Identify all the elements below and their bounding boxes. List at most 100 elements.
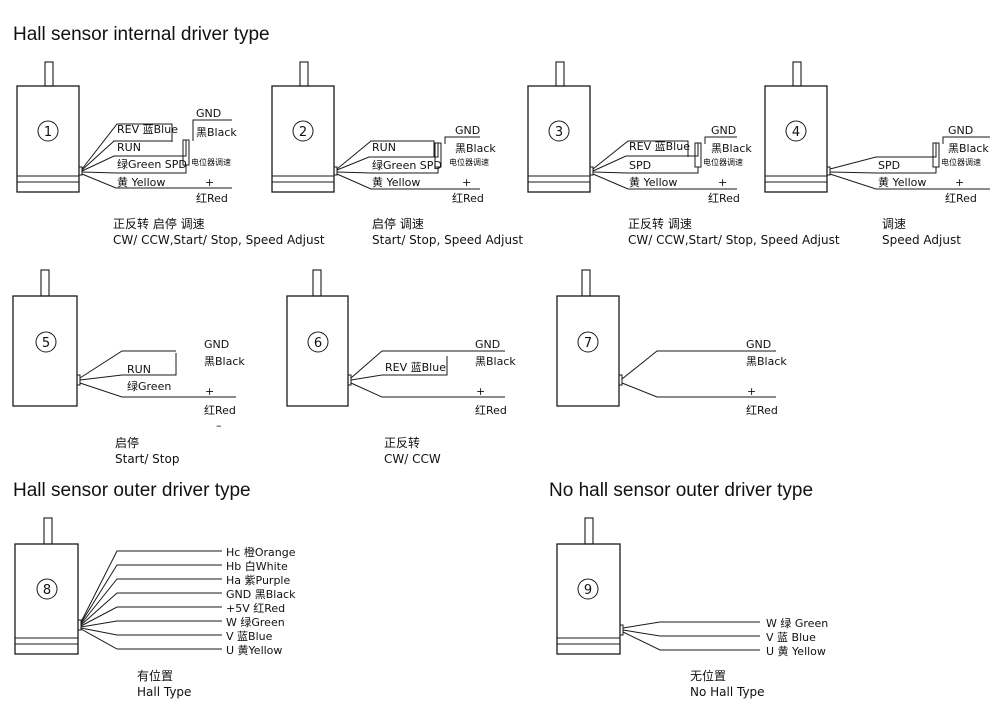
wire-rev-blue: REV 蓝Blue [117, 123, 178, 136]
wire-green-spd: 绿Green SPD [372, 158, 442, 172]
wire-yellow: 黄 Yellow [117, 175, 165, 189]
motor-6: 6 GND 黑Black REV 蓝Blue + 红Red [286, 269, 516, 417]
wire-yellow: 黄 Yellow [629, 175, 677, 189]
caption-en: No Hall Type [690, 685, 765, 699]
wire-red: 红Red [945, 192, 977, 205]
wire-gnd: GND [948, 124, 973, 137]
wire-black: 黑Black [204, 355, 245, 368]
caption-cn: 正反转 启停 调速 [113, 217, 205, 231]
caption-en: CW/ CCW,Start/ Stop, Speed Adjust [628, 233, 840, 247]
wire-spd: SPD [878, 159, 900, 172]
motor-9: 9 W 绿 Green V 蓝 Blue U 黄 Yellow [556, 517, 828, 658]
caption-motor-4: 调速 Speed Adjust [882, 216, 961, 248]
wire-run: RUN [372, 141, 396, 154]
caption-motor-6: 正反转 CW/ CCW [384, 435, 441, 467]
motor-number: 5 [42, 336, 50, 351]
hall-wire-hc: Hc 橙Orange [226, 545, 296, 559]
caption-cn: 调速 [882, 217, 907, 231]
wire-black: 黑Black [711, 142, 752, 155]
motor-3: 3 GND 黑Black REV 蓝Blue SPD 电位器调速 黄 Yello… [527, 61, 752, 205]
wire-black: 黑Black [746, 355, 787, 368]
heading-hall-outer-driver: Hall sensor outer driver type [13, 480, 251, 501]
wire-rev-blue: REV 蓝Blue [629, 140, 690, 153]
caption-en: CW/ CCW [384, 452, 441, 466]
wire-gnd: GND [204, 338, 229, 351]
wire-black: 黑Black [948, 142, 989, 155]
motor-2: 2 GND 黑Black RUN 绿Green SPD 电位器调速 黄 Yell… [271, 61, 496, 205]
wire-plus: + [205, 385, 214, 398]
caption-motor-1: 正反转 启停 调速 CW/ CCW,Start/ Stop, Speed Adju… [113, 216, 325, 248]
heading-no-hall-outer-driver: No hall sensor outer driver type [549, 480, 814, 501]
wire-gnd: GND [455, 124, 480, 137]
wire-plus: + [205, 176, 214, 189]
motor-1: 1 GND 黑Black REV 蓝Blue RUN 绿Green SPD 电位… [16, 61, 237, 205]
nohall-wire-u: U 黄 Yellow [766, 644, 826, 658]
hall-wire-w: W 绿Green [226, 615, 285, 629]
motor-number: 2 [299, 125, 307, 140]
wire-plus: + [718, 176, 727, 189]
wire-yellow: 黄 Yellow [372, 175, 420, 189]
wire-plus: + [462, 176, 471, 189]
nohall-wire-v: V 蓝 Blue [766, 631, 816, 644]
wire-black: 黑Black [475, 355, 516, 368]
wire-gnd: GND [746, 338, 771, 351]
wire-black: 黑Black [455, 142, 496, 155]
wire-spd: SPD [629, 159, 651, 172]
motor-number: 8 [43, 583, 51, 598]
wire-red: 红Red [746, 404, 778, 417]
wire-yellow: 黄 Yellow [878, 175, 926, 189]
wire-red: 红Red [708, 192, 740, 205]
heading-internal-driver: Hall sensor internal driver type [13, 24, 270, 45]
caption-en: Speed Adjust [882, 233, 961, 247]
pot-label: 电位器调速 [703, 157, 743, 167]
hall-wire-v: V 蓝Blue [226, 630, 273, 643]
wire-plus: + [476, 385, 485, 398]
motor-number: 3 [555, 125, 563, 140]
motor-number: 1 [44, 125, 52, 140]
caption-cn: 有位置 [137, 669, 174, 683]
caption-cn: 正反转 [384, 436, 421, 450]
wire-run: RUN [117, 141, 141, 154]
wire-gnd: GND [711, 124, 736, 137]
caption-en: Hall Type [137, 685, 192, 699]
hall-wire-gnd: GND 黑Black [226, 588, 296, 601]
motor-8: 8 Hc 橙Orange Hb 白White Ha 紫Purple GND 黑B… [14, 517, 296, 657]
caption-en: CW/ CCW,Start/ Stop, Speed Adjust [113, 233, 325, 247]
wire-run: RUN [127, 363, 151, 376]
pot-label: 电位器调速 [191, 157, 231, 167]
motor-7: 7 GND 黑Black + 红Red [556, 269, 787, 417]
hall-wire-hb: Hb 白White [226, 559, 288, 573]
hall-wire-ha: Ha 紫Purple [226, 574, 290, 587]
wire-green: 绿Green [127, 379, 171, 393]
wire-gnd: GND [196, 107, 221, 120]
motor-4: 4 GND 黑Black SPD 电位器调速 黄 Yellow + 红Red [764, 61, 990, 205]
wire-plus: + [955, 176, 964, 189]
caption-motor-2: 启停 调速 Start/ Stop, Speed Adjust [372, 216, 523, 248]
pot-label: 电位器调速 [449, 157, 489, 167]
wire-minus: – [216, 419, 222, 432]
wire-plus: + [747, 385, 756, 398]
wire-red: 红Red [196, 192, 228, 205]
hall-wire-u: U 黄Yellow [226, 643, 282, 657]
wire-rev-blue: REV 蓝Blue [385, 361, 446, 374]
motor-number: 6 [314, 336, 322, 351]
wire-green-spd: 绿Green SPD [117, 157, 187, 171]
hall-wire-5v: +5V 红Red [226, 602, 285, 615]
caption-cn: 启停 调速 [372, 217, 424, 231]
wire-red: 红Red [452, 192, 484, 205]
motor-number: 7 [584, 336, 592, 351]
pot-label: 电位器调速 [941, 157, 981, 167]
motor-number: 4 [792, 125, 800, 140]
wire-black: 黑Black [196, 126, 237, 139]
motor-5: 5 GND 黑Black RUN 绿Green + 红Red – [12, 269, 245, 432]
wire-red: 红Red [475, 404, 507, 417]
wire-red: 红Red [204, 404, 236, 417]
nohall-wire-w: W 绿 Green [766, 616, 828, 630]
motor-number: 9 [584, 583, 592, 598]
caption-en: Start/ Stop, Speed Adjust [372, 233, 524, 247]
wire-gnd: GND [475, 338, 500, 351]
